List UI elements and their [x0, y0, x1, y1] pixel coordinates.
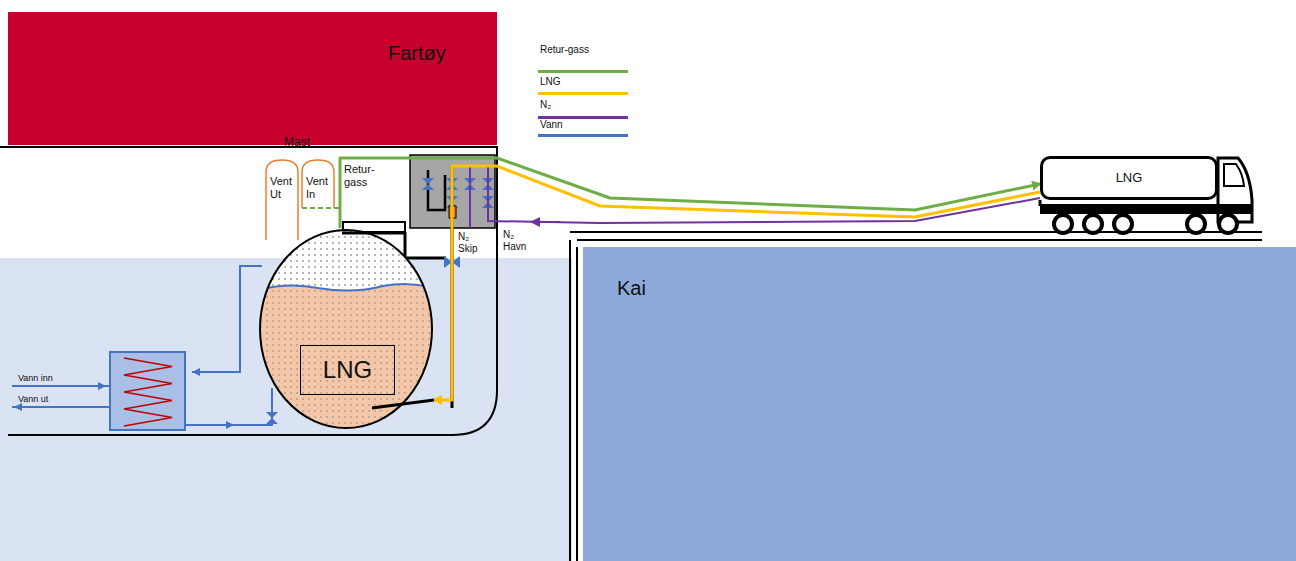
water-arrow [60, 385, 104, 387]
heat-exchanger [110, 352, 185, 430]
panel-valves [422, 178, 494, 208]
legend-text: LNG [540, 76, 561, 88]
water-arrow [16, 406, 60, 408]
water-arrow [194, 371, 215, 373]
part-label: N₂ Havn [503, 229, 531, 252]
part-label: N₂ Skip [458, 231, 484, 254]
legend-text: Retur-gass [540, 44, 589, 56]
pipe-connector [340, 158, 1040, 228]
hull-outline [0, 147, 497, 435]
node-label: LNG [300, 345, 395, 395]
vessel-box: Fartøy [8, 12, 497, 145]
node-label: Fartøy [388, 42, 446, 65]
vent-return-link [302, 207, 340, 209]
node-label: Kai [617, 277, 646, 300]
water-arrow [200, 424, 232, 426]
part-label: Vann inn [18, 373, 53, 383]
part-label: Retur-gass [344, 163, 384, 188]
legend-swatch [538, 92, 628, 95]
truck-tank: LNG [1040, 156, 1218, 200]
part-label: Vent In [306, 175, 332, 200]
water [0, 258, 572, 561]
part-label: Vann ut [18, 394, 48, 404]
vent-mast [266, 160, 334, 240]
node-label: LNG [1043, 159, 1215, 197]
valve [266, 412, 278, 424]
n2-arrow [535, 221, 560, 223]
heat-exchanger-coil [124, 358, 172, 426]
legend-swatch [538, 116, 628, 119]
part-label: Vent Ut [270, 175, 296, 200]
legend-text: Vann [540, 119, 563, 131]
n2-lines [470, 166, 1040, 228]
tank-outline [258, 228, 434, 430]
legend-swatch [538, 134, 628, 137]
legend-text: N₂ [540, 99, 551, 111]
lng-tank: LNG [258, 228, 434, 430]
legend-swatch [538, 70, 628, 73]
water-pipes [12, 266, 272, 425]
part-label: Mast [284, 136, 310, 150]
quay: Kai [583, 247, 1296, 561]
